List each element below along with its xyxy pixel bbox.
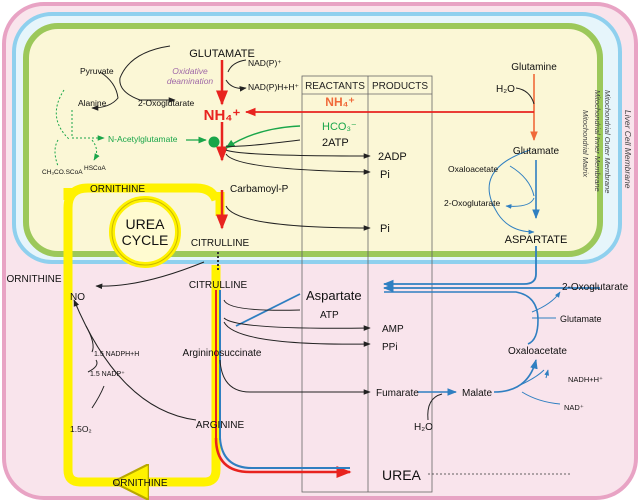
arginine-to-urea-red	[214, 437, 352, 478]
oxoglutarate-matrix-label: 2-Oxoglutarate	[138, 98, 194, 108]
nh4-reactant-label: NH₄⁺	[325, 95, 354, 109]
two-atp-label: 2ATP	[322, 137, 349, 149]
pyruvate-label: Pyruvate	[80, 66, 114, 76]
mitochondrial-inner-membrane	[23, 23, 603, 257]
atp-label: ATP	[320, 310, 339, 321]
nadp-plus-label: NAD(P)⁺	[248, 58, 282, 68]
pi-1-label: Pi	[380, 169, 390, 181]
nadp-1-5-label: 1.5 NADP⁺	[90, 371, 125, 378]
arginine-label: ARGININE	[196, 420, 245, 431]
carbamoyl-p-label: Carbamoyl-P	[230, 184, 289, 195]
inner-membrane-label: Mitochondrial Inner Membrane	[593, 90, 602, 192]
liver-cell-membrane-label: Liver Cell Membrane	[623, 110, 633, 189]
glutamate-label: GLUTAMATE	[189, 48, 255, 60]
matrix-label: Mitochondrial Matrix	[581, 110, 590, 177]
glutamine-label: Glutamine	[511, 62, 557, 73]
amp-label: AMP	[382, 324, 404, 335]
oxoglutarate-matrix-right-label: 2-Oxoglutarate	[444, 198, 500, 208]
urea-cycle-label-line1: UREA	[126, 216, 166, 232]
argininosuccinate-label: Argininosuccinate	[183, 348, 262, 359]
citrulline-cytosol-label: CITRULLINE	[189, 280, 248, 291]
aspartate-transport-arrow	[382, 246, 537, 289]
nadh-label: NADH+H⁺	[568, 375, 603, 384]
alanine-label: Alanine	[78, 98, 107, 108]
no-label: NO	[70, 292, 85, 303]
oxidative-label-1: Oxidative	[172, 66, 208, 76]
hscoa-label: HSCoA	[84, 165, 106, 172]
oxidative-label-2: deamination	[167, 76, 214, 86]
ornithine-cytosol-bottom-label: ORNITHINE	[113, 478, 168, 489]
hco3-label: HCO₃⁻	[322, 121, 357, 133]
urea-cycle-loop	[63, 183, 225, 487]
h2o-malate-label: H₂O	[414, 422, 433, 433]
glutamate-cytosol-label: Glutamate	[560, 314, 602, 324]
nh4-main-label: NH₄⁺	[204, 107, 241, 124]
acetyl-coa-label: CH₃CO.SCoA	[42, 169, 83, 176]
o2-1-5-label: 1.5O₂	[70, 424, 92, 434]
aspartate-matrix-label: ASPARTATE	[505, 234, 568, 246]
two-adp-label: 2ADP	[378, 151, 407, 163]
h2o-glutamine-label: H₂O	[496, 84, 515, 95]
ppi-label: PPi	[382, 342, 398, 353]
oxoglutarate-cytosol-label: 2-Oxoglutarate	[562, 282, 629, 293]
fumarate-label: Fumarate	[376, 388, 419, 399]
oxaloacetate-cytosol-label: Oxaloacetate	[508, 346, 567, 357]
n-acetylglutamate-label: N-Acetylglutamate	[108, 134, 178, 144]
citrulline-matrix-label: CITRULLINE	[191, 238, 250, 249]
reactants-header: REACTANTS	[305, 81, 365, 92]
ornithine-matrix-label: ORNITHINE	[90, 184, 145, 195]
products-header: PRODUCTS	[372, 81, 428, 92]
urea-cycle-label-line2: CYCLE	[122, 232, 169, 248]
ornithine-cytosol-left-label: ORNITHINE	[7, 274, 62, 285]
malate-label: Malate	[462, 388, 492, 399]
nadph-label: NAD(P)H+H⁺	[248, 82, 300, 92]
outer-membrane-label: Mitochondrial Outer Membrane	[603, 90, 612, 193]
oxaloacetate-matrix-label: Oxaloacetate	[448, 164, 498, 174]
glutamate-right-label: Glutamate	[513, 146, 560, 157]
arginine-to-no-arrow	[73, 299, 197, 421]
arginine-to-urea-blue	[219, 437, 350, 469]
aspartate-cytosol-label: Aspartate	[306, 288, 362, 303]
nadph-1-5-label: 1.5 NADPH+H	[94, 351, 139, 358]
n-acetylglutamate-activator	[208, 136, 220, 148]
nad-plus-label: NAD⁺	[564, 403, 584, 412]
pi-2-label: Pi	[380, 223, 390, 235]
urea-label: UREA	[382, 467, 422, 483]
